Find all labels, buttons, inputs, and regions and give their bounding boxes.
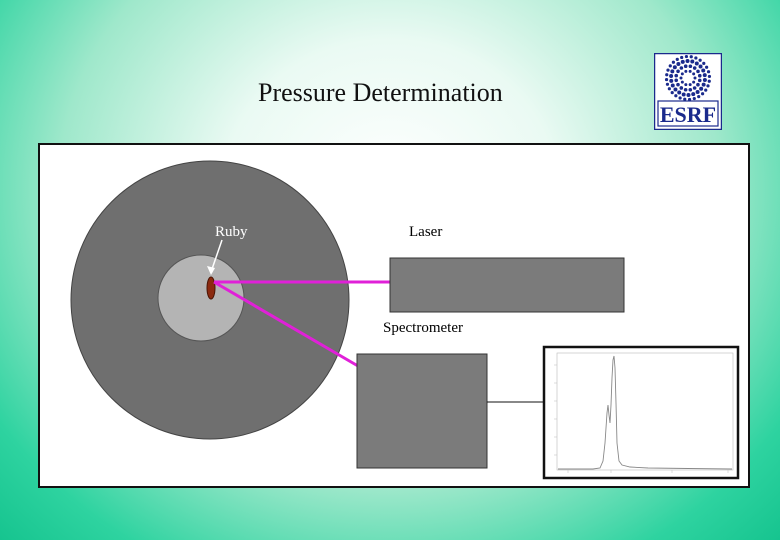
laser-label: Laser [409,224,442,240]
logo-dot [697,78,702,83]
logo-dot [692,80,696,84]
logo-dot [679,76,683,80]
logo-dot [674,73,679,78]
logo-dot [694,56,698,60]
logo-dot [694,61,699,66]
sample-chamber [157,254,245,342]
logo-dot [683,64,688,69]
spectrum-curve [558,355,733,470]
logo-dot [690,59,695,64]
logo-dot [692,96,696,101]
logo-dot [665,73,669,77]
logo-dot [697,95,701,99]
spectrum-frame [542,345,740,480]
pressure-diagram: Ruby Laser Spectrometer [38,143,750,488]
logo-dot [684,54,689,59]
logo-dot [680,59,685,64]
laser-box [389,257,625,313]
logo-dot [701,68,706,73]
logo-dot [678,96,682,100]
logo-dot [685,59,690,64]
slide-title: Pressure Determination [258,78,503,107]
logo-dot [693,76,697,80]
logo-dot [688,87,693,92]
logo-dot [705,65,709,69]
ruby-label: Ruby [215,224,248,240]
logo-dot [684,83,688,87]
logo-dot [695,90,700,95]
logo-dot [699,86,704,91]
logo-dot [707,74,712,79]
logo-dot [679,66,684,70]
logo-dot [676,82,680,87]
logo-dot [697,73,702,78]
logo-dot [701,92,705,96]
spectrum-plot-area [556,352,734,471]
logo-dot [668,64,672,68]
logo-dot [689,55,693,59]
logo-dot [680,72,684,76]
logo-dot [674,78,679,83]
logo-dot [683,97,687,101]
logo-dot [688,64,693,69]
spectrometer-label: Spectrometer [383,320,463,336]
logo-dot [701,82,706,87]
logo-dot [677,90,682,95]
diagram-canvas: Ruby Laser Spectrometer [38,143,750,488]
logo-dot [665,82,670,86]
logo-dot [688,69,692,73]
logo-dot [673,87,678,92]
logo-dot [674,94,678,98]
logo-dot [688,83,692,87]
logo-dot [687,97,692,102]
logo-text: ESRF [660,102,716,127]
logo-dot [692,72,696,76]
logo-dot [679,86,684,90]
logo-dot [683,87,688,92]
logo-dot [706,70,711,74]
ruby-pointer-head [207,266,215,275]
esrf-logo: ESRF [653,52,723,131]
logo-dot [675,57,679,61]
logo-dot [664,77,669,82]
logo-dot [681,92,686,97]
logo-dot [702,61,706,65]
logo-dot [676,69,680,74]
logo-dot [672,65,677,70]
scattered-beam [213,280,359,368]
ruby-crystal [206,276,216,300]
ruby-pointer [210,239,223,273]
logo-dot [686,92,691,97]
spectrum-axis-ticks [554,364,729,473]
logo-dot [680,80,684,84]
logo-dot [671,60,675,64]
logo-dot [704,88,708,92]
logo-dot [707,79,711,83]
logo-dot [698,64,703,69]
logo-dot [684,69,688,73]
logo-dot [698,58,702,62]
esrf-logo-graphic: ESRF [653,52,723,131]
logo-dot [670,83,675,88]
logo-dot [670,69,675,74]
logo-dot [702,77,707,82]
logo-dot [702,73,707,78]
logo-dot [706,84,710,88]
logo-dot [680,55,684,60]
logo-dot [669,78,674,83]
logo-dot [691,92,696,97]
spectrum-inset [542,345,740,480]
logo-dot [669,74,674,79]
logo-dot [696,69,700,74]
logo-dot [670,91,674,95]
logo-dot [692,66,697,70]
logo-dot [667,87,671,91]
logo-dot [666,68,670,72]
logo-dot [692,86,697,90]
logo-dot [676,61,681,66]
spectrometer-box [356,353,488,469]
logo-dot [696,82,700,87]
